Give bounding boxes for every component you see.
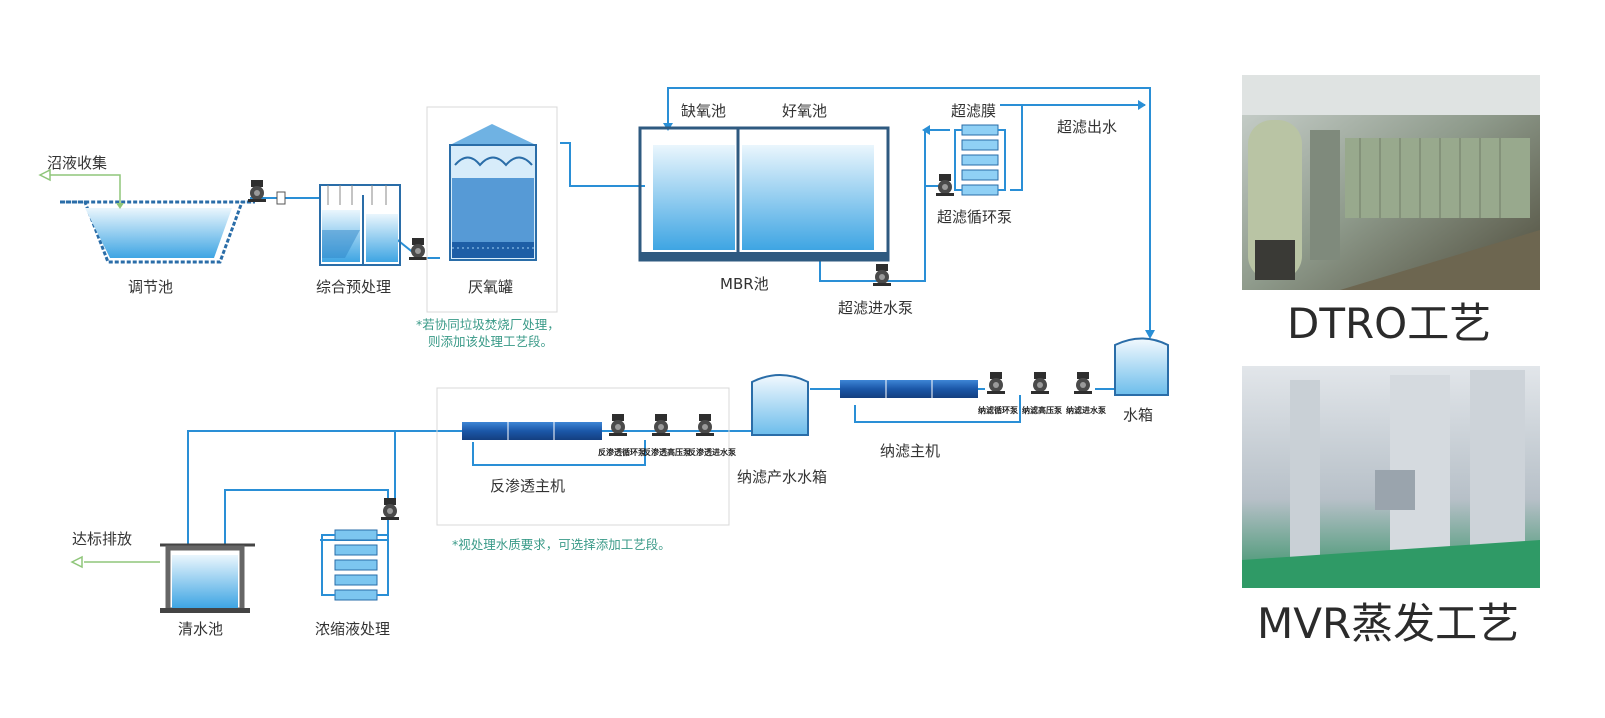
label-clear-tank: 清水池 — [178, 620, 223, 638]
label-aerobic-tank: 好氧池 — [782, 102, 827, 120]
anaerobic-tank — [449, 124, 537, 261]
concentrate-pump-icon — [381, 498, 399, 520]
pretreatment-pump-icon — [409, 238, 427, 260]
equalization-tank — [38, 168, 255, 264]
note-optional: *视处理水质要求，可选择添加工艺段。 — [452, 537, 671, 552]
label-mbr-tank: MBR池 — [720, 275, 769, 293]
pipes-top — [250, 87, 1151, 337]
discharge-arrow — [70, 555, 160, 569]
nf-product-tank — [751, 374, 809, 436]
label-biogas-collect: 沼液收集 — [47, 154, 107, 172]
label-nf-host: 纳滤主机 — [880, 442, 940, 460]
uf-feed-pump-icon — [873, 264, 891, 286]
label-ro-circ-pump: 反渗透循环泵 — [598, 447, 646, 457]
label-ro-hp-pump: 反渗透高压泵 — [643, 447, 691, 457]
nf-circ-pump-icon — [987, 372, 1005, 394]
label-nf-circ-pump: 纳滤循环泵 — [978, 405, 1018, 415]
label-anaerobic-tank: 厌氧罐 — [468, 278, 513, 296]
label-nf-hp-pump: 纳滤高压泵 — [1022, 405, 1062, 415]
dtro-photo — [1242, 75, 1540, 290]
label-uf-membrane: 超滤膜 — [951, 102, 996, 120]
nf-hp-pump-icon — [1031, 372, 1049, 394]
ro-feed-pump-icon — [696, 414, 714, 436]
label-equalization-tank: 调节池 — [128, 278, 173, 296]
uf-circ-pump-icon — [936, 174, 954, 196]
anaerobic-frame — [426, 106, 558, 313]
dtro-caption: DTRO工艺 — [1287, 299, 1491, 348]
ro-hp-pump-icon — [652, 414, 670, 436]
mvr-caption: MVR蒸发工艺 — [1257, 599, 1519, 648]
label-uf-feed-pump: 超滤进水泵 — [838, 299, 913, 317]
mbr-tank — [638, 126, 890, 262]
ro-host-membrane — [462, 422, 602, 440]
ro-circ-pump-icon — [609, 414, 627, 436]
ro-frame — [436, 387, 730, 526]
clear-tank — [160, 543, 255, 613]
concentrate-membranes — [321, 529, 389, 601]
label-nf-feed-pump: 纳滤进水泵 — [1066, 405, 1106, 415]
label-nf-product-tank: 纳滤产水水箱 — [737, 468, 827, 486]
nf-host-membrane — [840, 380, 978, 398]
label-uf-outlet: 超滤出水 — [1057, 118, 1117, 136]
note-incineration-2: 则添加该处理工艺段。 — [428, 334, 553, 349]
mvr-photo — [1242, 366, 1540, 588]
label-concentrate: 浓缩液处理 — [315, 620, 390, 638]
label-discharge: 达标排放 — [72, 530, 132, 548]
label-pretreatment: 综合预处理 — [316, 278, 391, 296]
uf-membrane-stack — [954, 124, 1006, 196]
valve-icon — [276, 191, 286, 205]
label-ro-feed-pump: 反渗透进水泵 — [688, 447, 736, 457]
note-incineration-1: *若协同垃圾焚烧厂处理， — [416, 317, 560, 332]
label-uf-circ-pump: 超滤循环泵 — [937, 208, 1012, 226]
water-tank — [1114, 337, 1169, 396]
pretreatment-unit — [319, 184, 401, 266]
nf-feed-pump-icon — [1074, 372, 1092, 394]
label-water-tank: 水箱 — [1123, 406, 1153, 424]
label-anoxic-tank: 缺氧池 — [681, 102, 726, 120]
label-ro-host: 反渗透主机 — [490, 477, 565, 495]
